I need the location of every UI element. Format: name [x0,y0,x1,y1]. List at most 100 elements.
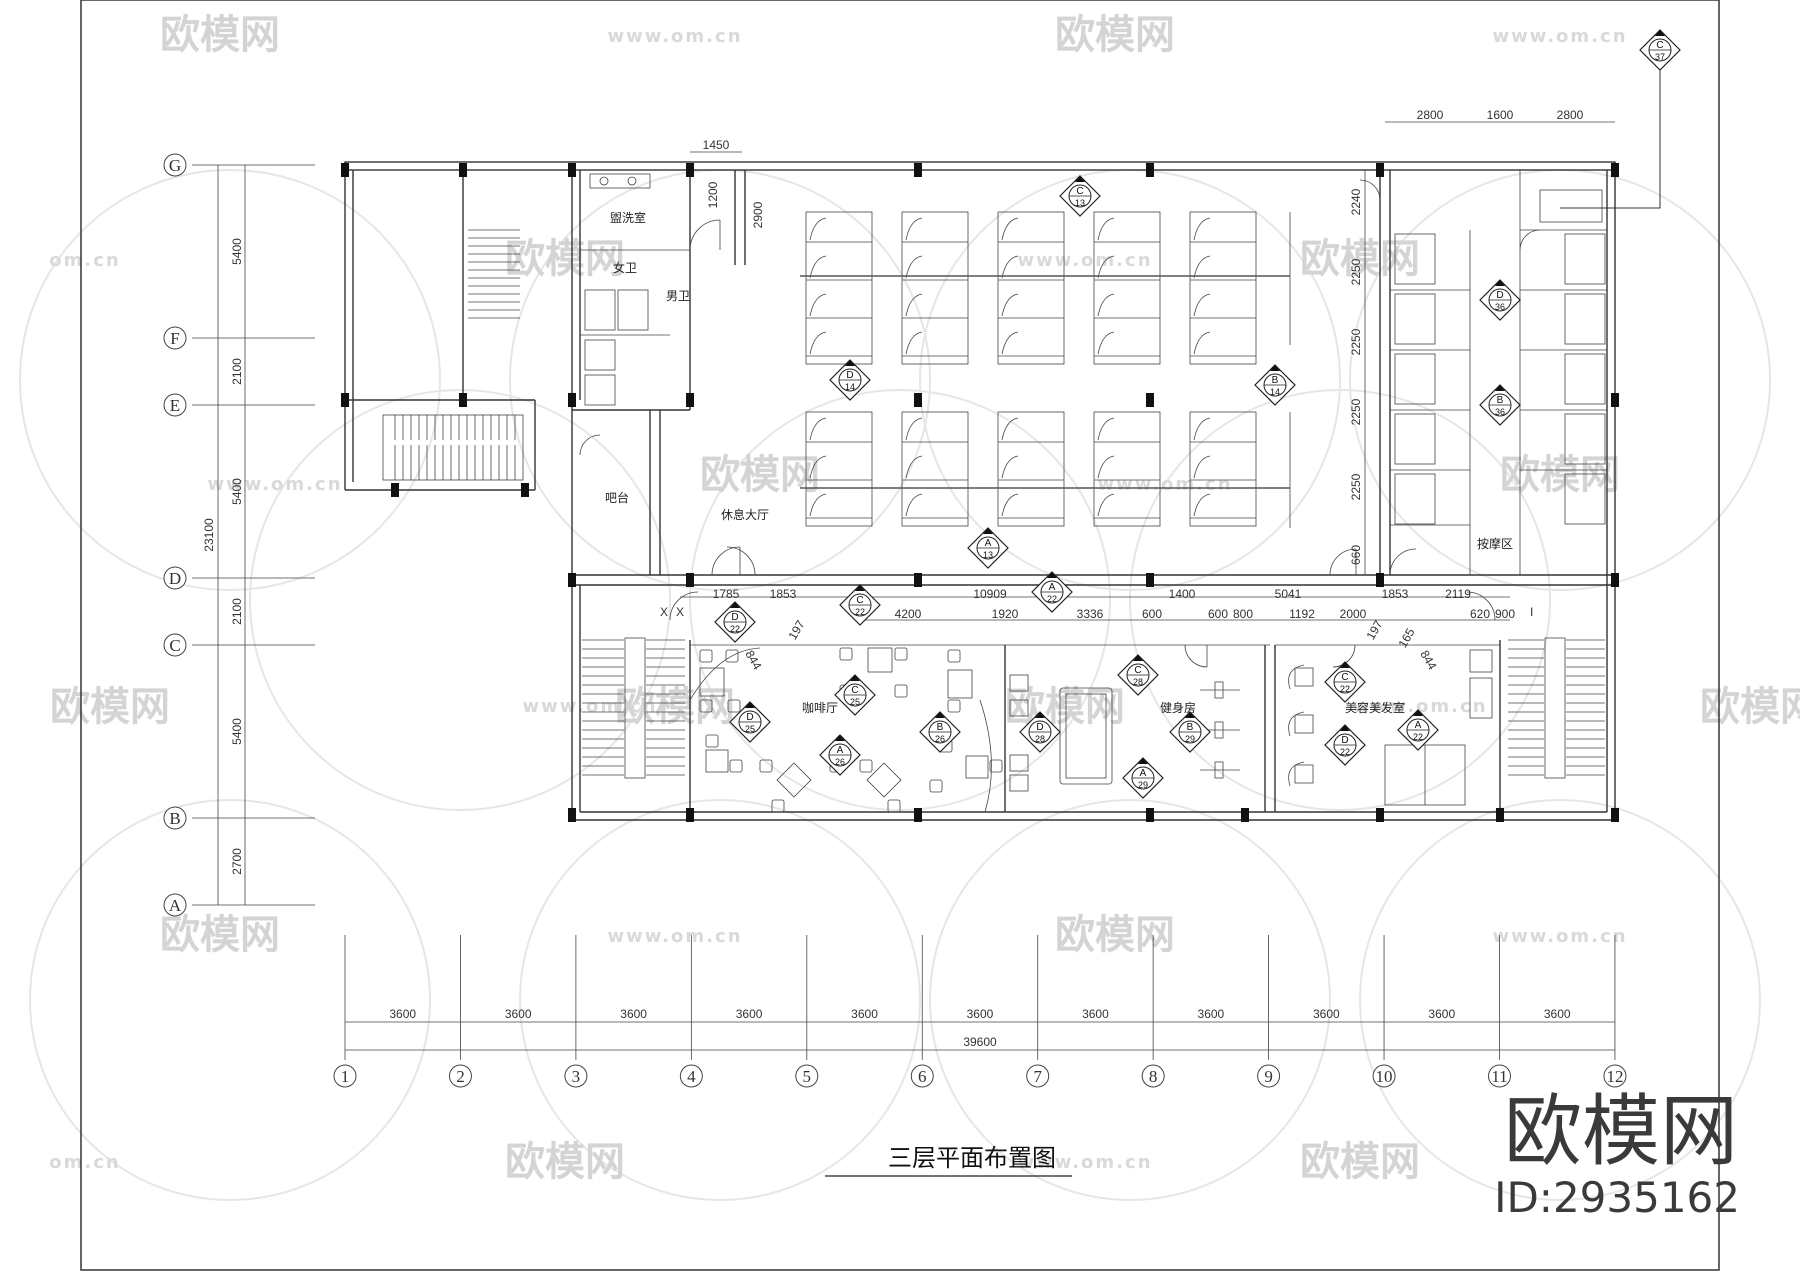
column-square [521,483,529,497]
watermark-url-text: www.om.cn [1017,250,1152,271]
watermark-circles [19,169,1771,1201]
column-axis-label: 8 [1149,1067,1158,1086]
svg-text:B: B [937,722,944,733]
svg-text:13: 13 [983,550,993,560]
column-axis-label: 11 [1491,1067,1507,1086]
dim-top-right-1: 2800 [1417,108,1444,122]
column-axis-bubble [333,1064,357,1088]
column-square [686,163,694,177]
index-marker: D28 [1019,711,1061,753]
column-square [1496,808,1504,822]
index-marker: C22 [1324,661,1366,703]
svg-text:C: C [851,685,858,696]
row-spacing-dimension: 2100 [230,358,244,385]
section-mark-left-letter: X [676,605,684,619]
svg-text:22: 22 [1413,732,1423,742]
massage-bed [1394,233,1436,285]
svg-text:28: 28 [1133,677,1143,687]
column-axis-bubble [679,1064,703,1088]
column-square [1611,808,1619,822]
cafe-chair [887,799,901,813]
massage-bed [1394,353,1436,405]
dim-corridor-bot-9: 620 [1470,607,1490,621]
column-square [914,808,922,822]
dim-diag-3: 197 [1363,618,1385,643]
column-square [914,573,922,587]
column-square [459,163,467,177]
row-axis-bubble [163,393,187,417]
watermark-logo-text: 欧模网 [1700,684,1800,730]
svg-text:28: 28 [1035,734,1045,744]
cafe-chair [989,759,1003,773]
svg-text:C: C [1076,186,1083,197]
cafe-chair [727,699,741,713]
column-square [1241,808,1249,822]
column-square [568,808,576,822]
cafe-chair [947,649,961,663]
room-massage: 按摩区 [1477,536,1513,551]
index-marker: A26 [819,734,861,776]
dim-massage-5: 2250 [1349,473,1363,500]
watermark-url-text: www.om.cn [522,696,657,717]
svg-text:B: B [1272,375,1279,386]
row-axis-bubble [163,566,187,590]
dim-corridor-bot-1: 4200 [895,607,922,621]
bunk-bed-group [805,211,873,365]
column-square [459,393,467,407]
bunk-bed-group [1093,211,1161,365]
index-marker: C37 [1639,29,1681,71]
bunk-bed-group [1189,411,1257,527]
svg-text:D: D [746,712,753,723]
massage-bed [1564,233,1606,285]
index-marker: D22 [714,601,756,643]
index-marker: C25 [834,674,876,716]
bunk-bed-group [997,411,1065,527]
bunk-bed-group [997,211,1065,365]
column-spacing-dimension: 3600 [851,1007,878,1021]
sheet-border [80,0,1720,1271]
watermark-logos: 欧模网欧模网欧模网欧模网欧模网欧模网欧模网欧模网欧模网欧模网欧模网欧模网欧模网欧… [49,12,1800,1185]
column-spacing-dimension: 3600 [1428,1007,1455,1021]
svg-text:36: 36 [1495,407,1505,417]
brand-id-text: ID:2935162 [1494,1173,1740,1222]
watermark-logo-text: 欧模网 [505,236,625,282]
row-axis-bubble [163,633,187,657]
brand-logo: 欧模网 ID:2935162 [1494,1087,1740,1222]
cafe-chair [771,799,785,813]
dim-corridor-top-1: 1785 [713,587,740,601]
column-spacing-dimension: 3600 [1198,1007,1225,1021]
watermark-logo-text: 欧模网 [1055,12,1175,58]
column-axis-label: 10 [1376,1067,1393,1086]
column-axis-label: 3 [572,1067,581,1086]
bunk-bed-group [901,411,969,527]
column-spacing-dimension: 3600 [736,1007,763,1021]
dim-corridor-top-4: 1400 [1169,587,1196,601]
svg-text:36: 36 [1495,302,1505,312]
column-square [1611,393,1619,407]
cafe-chair [947,699,961,713]
row-axis-label: C [169,636,180,655]
svg-text:25: 25 [745,724,755,734]
column-spacing-dimension: 3600 [1544,1007,1571,1021]
column-spacing-dimension: 3600 [620,1007,647,1021]
massage-bed [1564,353,1606,405]
column-axis-bubble [1141,1064,1165,1088]
watermark-logo-text: 欧模网 [1005,684,1125,730]
svg-text:26: 26 [835,757,845,767]
dim-corridor-top-6: 1853 [1382,587,1409,601]
column-axis-label: 5 [803,1067,812,1086]
room-male-wc: 男卫 [666,289,690,303]
svg-text:C: C [1656,40,1663,51]
svg-text:22: 22 [1340,747,1350,757]
index-marker: A22 [1031,571,1073,613]
column-square [1146,573,1154,587]
bunk-bed-group [1189,211,1257,365]
svg-text:29: 29 [1185,734,1195,744]
room-labels: 盥洗室 女卫 男卫 吧台 休息大厅 按摩区 咖啡厅 健身房 美容美发室 [605,210,1513,715]
svg-text:D: D [1341,735,1348,746]
column-square [341,163,349,177]
column-axis-label: 9 [1264,1067,1273,1086]
index-marker: C28 [1117,654,1159,696]
